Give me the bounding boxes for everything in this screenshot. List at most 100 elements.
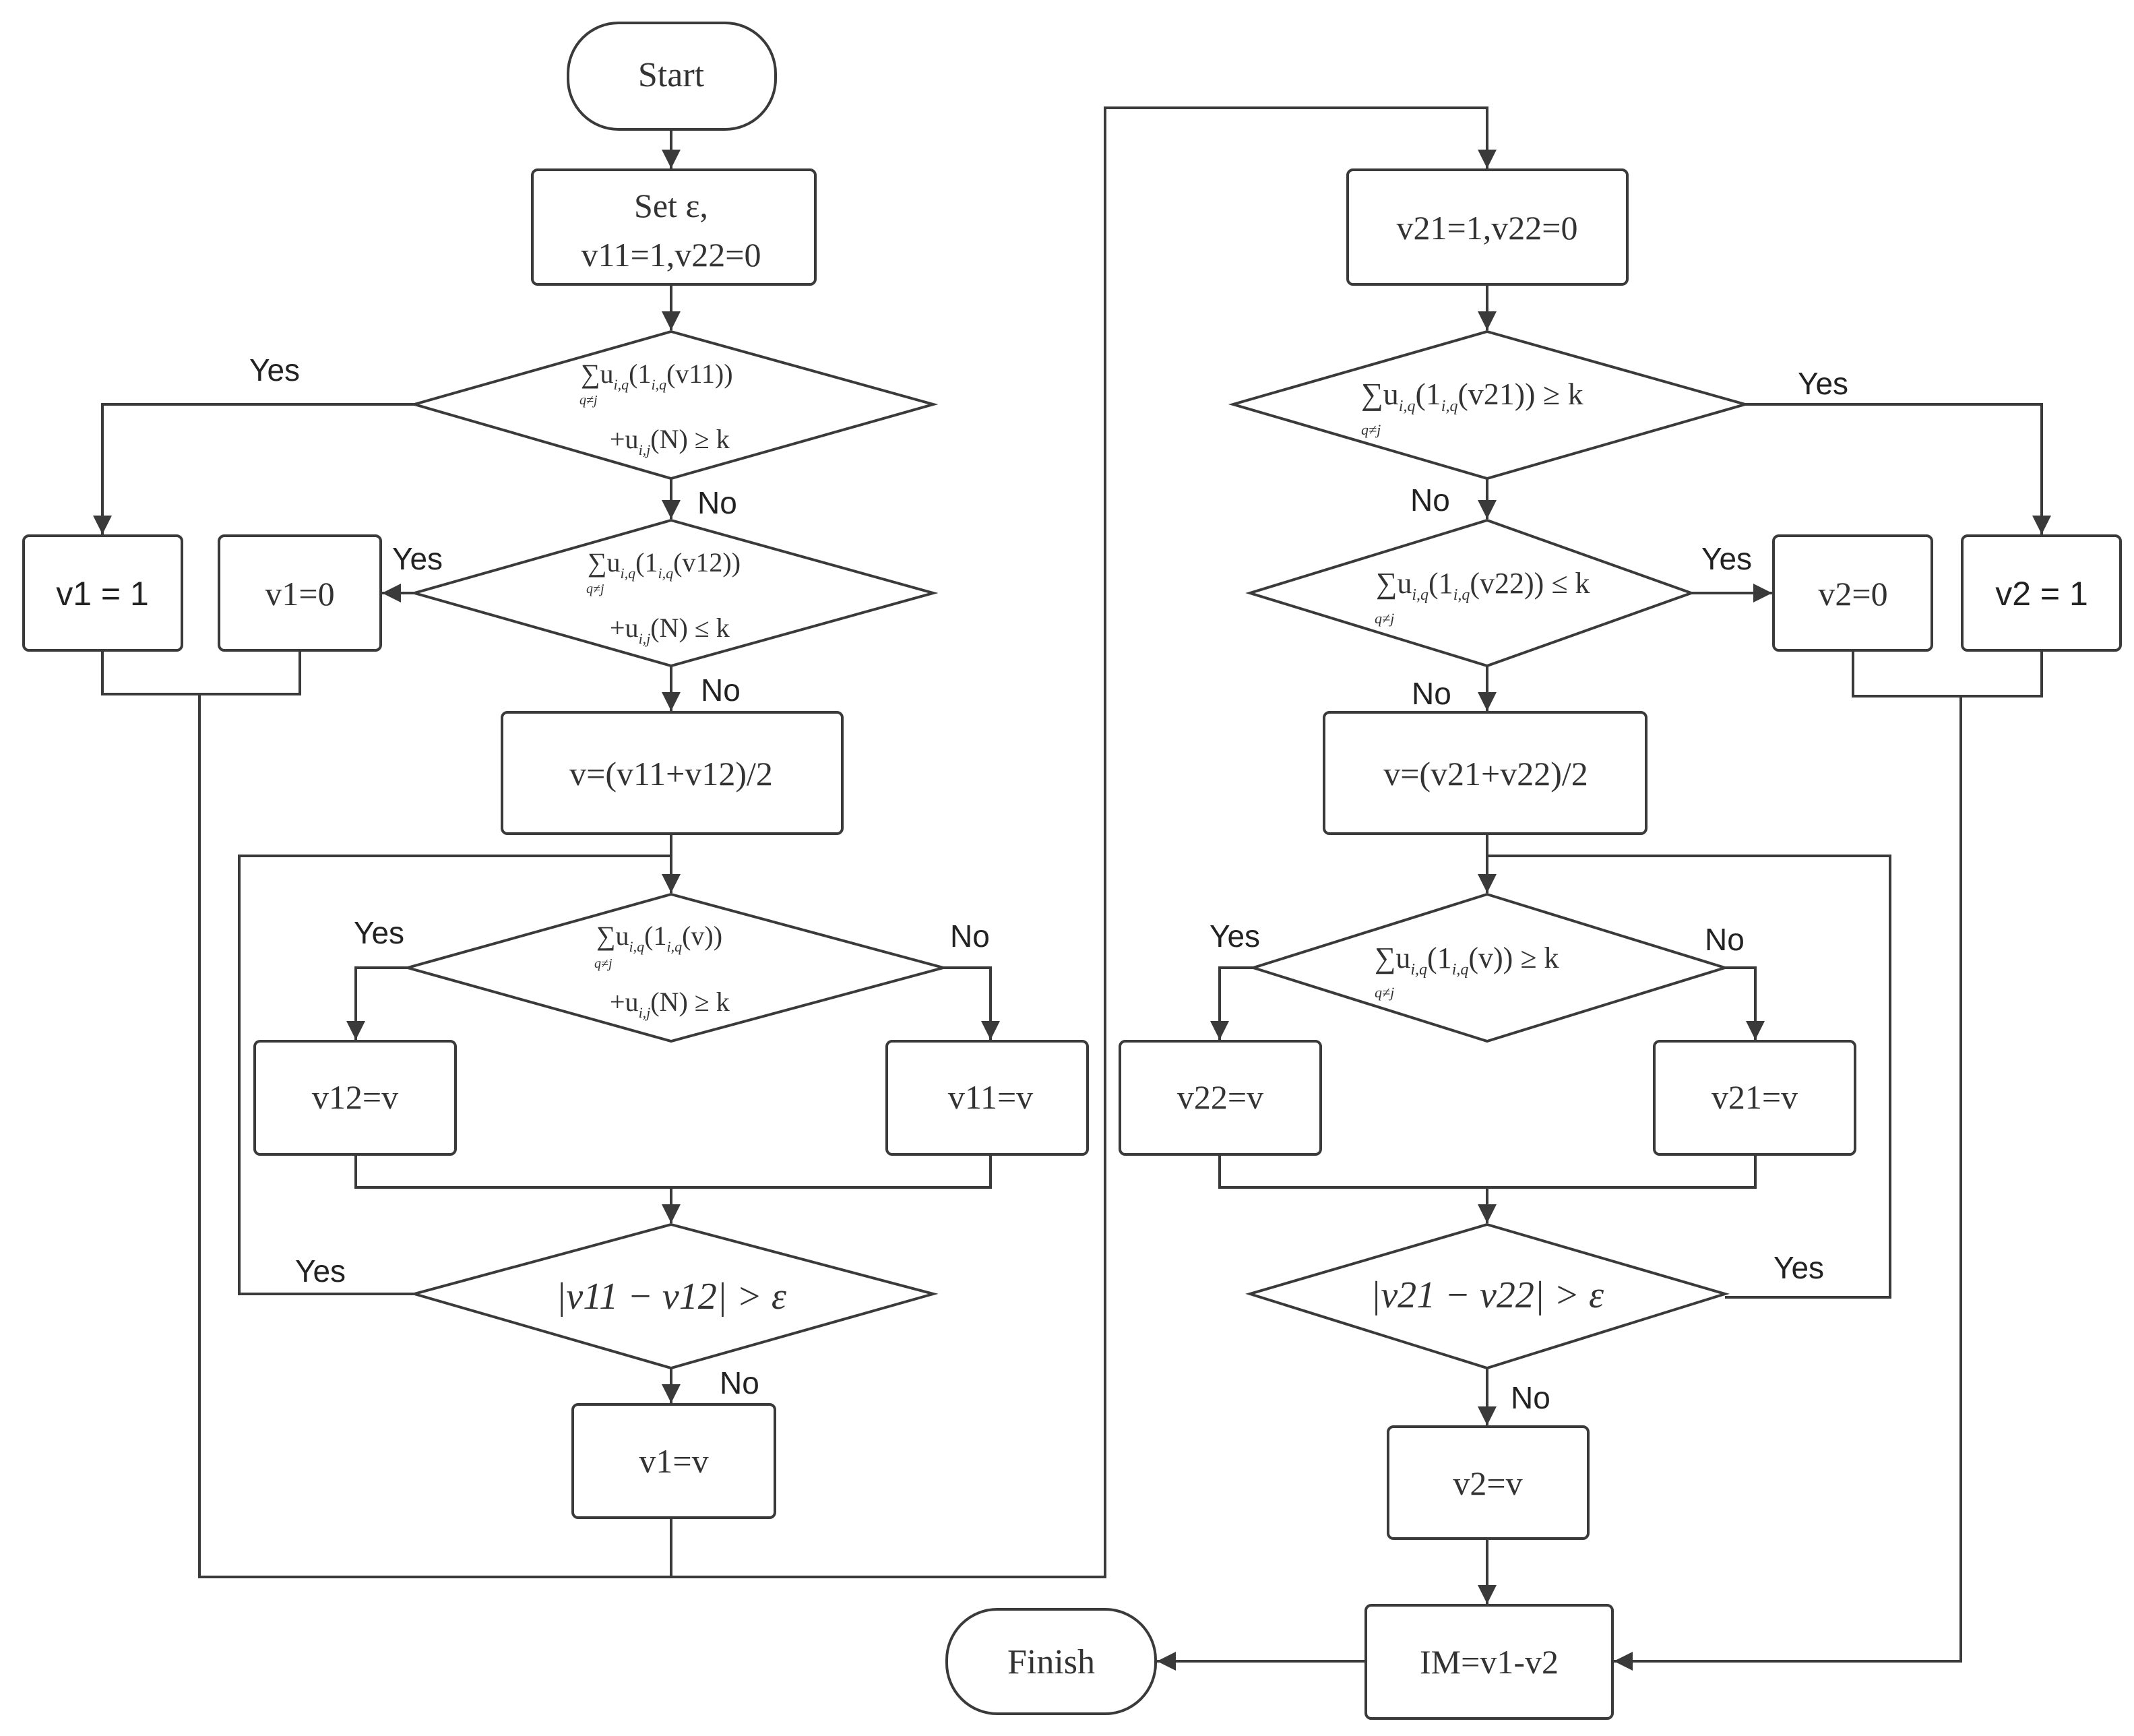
svg-text:∑ui,q(1i,q(v12)): ∑ui,q(1i,q(v12))	[588, 547, 741, 582]
d6-sum: ∑u	[1376, 567, 1412, 600]
v-mid-left-label: v=(v11+v12)/2	[569, 755, 773, 793]
v2-equals-v-label: v2=v	[1453, 1464, 1522, 1502]
d3-sub2: i,q	[666, 938, 682, 955]
v22-equals-v-label: v22=v	[1177, 1078, 1263, 1116]
v1-equals-v-box	[571, 1403, 776, 1519]
decision-3	[402, 892, 949, 1043]
d1-sub1: i,q	[614, 376, 629, 393]
v2-equals-1-box	[1961, 534, 2122, 652]
d7-rest: (1	[1427, 941, 1452, 974]
d3-end2: (N) ≥ k	[650, 987, 729, 1017]
d1-sum: ∑u	[581, 359, 614, 389]
decision-6	[1245, 518, 1695, 668]
arrow-left-to-right-column	[198, 106, 1497, 1578]
decision-1	[409, 330, 939, 480]
decision-1-formula: ∑ui,q(1i,q(v11)) q≠j +ui,j(N) ≥ k	[579, 359, 733, 458]
d5-sum-index: q≠j	[1361, 421, 1381, 438]
d1-sum-index: q≠j	[579, 393, 598, 408]
d1-rest: (1	[629, 359, 651, 389]
d5-sub1: i,q	[1399, 398, 1416, 415]
svg-text:∑ui,q(1i,q(v21)) ≥ k: ∑ui,q(1i,q(v21)) ≥ k	[1361, 377, 1583, 415]
v2-equals-1-label: v2 = 1	[1995, 575, 2088, 613]
decision-6-formula: ∑ui,q(1i,q(v22)) ≤ k q≠j	[1375, 567, 1590, 627]
label-d2-no: No	[701, 673, 741, 708]
label-d6-yes: Yes	[1701, 541, 1752, 576]
branch-labels: Yes No Yes No Yes No Yes No Yes No Yes N…	[249, 352, 1848, 1415]
decision-5	[1228, 330, 1751, 480]
decision-8	[1245, 1222, 1730, 1370]
d2-plus: +u	[610, 613, 639, 643]
d1-end: (v11))	[666, 359, 732, 389]
d3-rest: (1	[644, 921, 666, 951]
init-left-box	[531, 168, 817, 286]
loop-right-yes	[1487, 855, 1891, 1299]
d3-sum: ∑u	[596, 921, 629, 951]
d2-sub2: i,q	[658, 565, 673, 582]
arrow-d7-yes	[1210, 966, 1253, 1040]
svg-text:+ui,j(N) ≤ k: +ui,j(N) ≤ k	[610, 613, 730, 647]
decision-2	[409, 518, 939, 668]
finish-terminal	[945, 1608, 1157, 1715]
d3-sum-index: q≠j	[594, 956, 613, 971]
d2-end: (v12))	[673, 547, 741, 578]
arrow-d7-no	[1725, 966, 1765, 1040]
im-box	[1364, 1604, 1614, 1720]
decision-8-formula: |v21 − v22| > ε	[1371, 1274, 1604, 1316]
d3-sub1: i,q	[629, 938, 645, 955]
v22-equals-v-box	[1119, 1040, 1322, 1156]
d7-sub2: i,q	[1452, 961, 1469, 979]
label-d3-yes: Yes	[354, 915, 404, 950]
decision-7-formula: ∑ui,q(1i,q(v)) ≥ k q≠j	[1375, 941, 1559, 1001]
label-d1-no: No	[697, 485, 737, 520]
arrow-d1-yes	[93, 403, 414, 534]
d2-sub3: i,j	[639, 630, 651, 647]
svg-text:∑ui,q(1i,q(v)): ∑ui,q(1i,q(v))	[596, 921, 722, 955]
v12-equals-v-box	[253, 1040, 457, 1156]
svg-text:∑ui,q(1i,q(v)) ≥ k: ∑ui,q(1i,q(v)) ≥ k	[1375, 941, 1559, 979]
d6-rest: (1	[1429, 567, 1453, 600]
finish-label: Finish	[1007, 1643, 1095, 1681]
label-d8-no: No	[1511, 1380, 1550, 1415]
decision-4	[409, 1222, 939, 1370]
label-d4-yes: Yes	[295, 1253, 346, 1289]
d3-sub3: i,j	[639, 1004, 651, 1021]
decision-4-formula: |v11 − v12| > ε	[556, 1276, 787, 1318]
d7-end: (v)) ≥ k	[1468, 941, 1559, 974]
label-d1-yes: Yes	[249, 352, 300, 388]
v2-equals-0-label: v2=0	[1818, 575, 1887, 613]
label-d2-yes: Yes	[392, 541, 443, 576]
init-right-label: v21=1,v22=0	[1397, 209, 1578, 247]
d7-sub1: i,q	[1410, 961, 1427, 979]
connectors	[93, 106, 2051, 1671]
arrow-d3-no	[943, 966, 1000, 1040]
d2-rest: (1	[635, 547, 658, 578]
v12-equals-v-label: v12=v	[312, 1078, 398, 1116]
d1-sub2: i,q	[651, 376, 666, 393]
v1-equals-1-box	[22, 534, 183, 652]
d6-sum-index: q≠j	[1375, 610, 1394, 627]
v1-equals-0-label: v1=0	[265, 575, 334, 613]
d2-sum-index: q≠j	[586, 582, 604, 596]
label-d6-no: No	[1412, 676, 1451, 711]
im-label: IM=v1-v2	[1420, 1643, 1559, 1681]
v21-equals-v-box	[1653, 1040, 1856, 1156]
d7-sum-index: q≠j	[1375, 984, 1394, 1001]
svg-text:∑ui,q(1i,q(v11)): ∑ui,q(1i,q(v11))	[581, 359, 733, 393]
merge-d7	[1218, 1154, 1757, 1189]
decision-7	[1249, 892, 1730, 1043]
init-left-line2: v11=1,v22=0	[581, 236, 761, 274]
d6-sub1: i,q	[1412, 586, 1429, 604]
d2-end2: (N) ≤ k	[650, 613, 729, 643]
d1-end2: (N) ≥ k	[650, 424, 729, 454]
svg-text:∑ui,q(1i,q(v22)) ≤ k: ∑ui,q(1i,q(v22)) ≤ k	[1376, 567, 1590, 604]
merge-d3	[354, 1154, 992, 1189]
decision-5-formula: ∑ui,q(1i,q(v21)) ≥ k q≠j	[1361, 377, 1583, 438]
d6-sub2: i,q	[1453, 586, 1470, 604]
start-terminal	[567, 22, 777, 131]
v-mid-left-box	[501, 711, 844, 835]
d5-sub2: i,q	[1441, 398, 1458, 415]
v-mid-right-label: v=(v21+v22)/2	[1383, 755, 1588, 793]
v21-equals-v-label: v21=v	[1712, 1078, 1798, 1116]
label-d4-no: No	[720, 1365, 759, 1400]
d1-sub3: i,j	[639, 441, 651, 458]
